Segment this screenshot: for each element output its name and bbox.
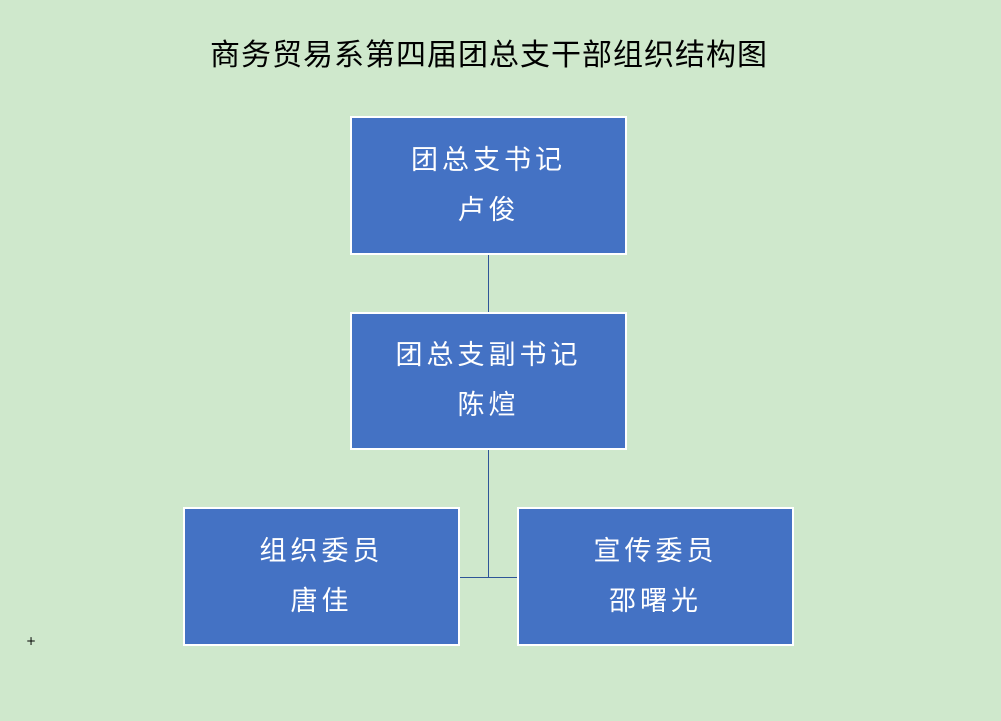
node-organization-role: 组织委员 bbox=[259, 535, 384, 567]
node-secretary: 团总支书记 卢俊 bbox=[350, 116, 627, 255]
node-secretary-name: 卢俊 bbox=[457, 194, 520, 226]
node-publicity-role: 宣传委员 bbox=[593, 535, 718, 567]
node-organization-name: 唐佳 bbox=[290, 585, 353, 617]
plus-marker: + bbox=[26, 634, 37, 648]
node-deputy-secretary: 团总支副书记 陈煊 bbox=[350, 312, 627, 450]
node-publicity-name: 邵曙光 bbox=[609, 585, 702, 617]
node-deputy-role: 团总支副书记 bbox=[395, 340, 582, 371]
node-publicity-member: 宣传委员 邵曙光 bbox=[517, 507, 794, 646]
chart-title: 商务贸易系第四届团总支干部组织结构图 bbox=[210, 38, 768, 73]
node-organization-member: 组织委员 唐佳 bbox=[183, 507, 460, 646]
node-secretary-role: 团总支书记 bbox=[411, 144, 566, 176]
node-deputy-name: 陈煊 bbox=[457, 390, 520, 421]
